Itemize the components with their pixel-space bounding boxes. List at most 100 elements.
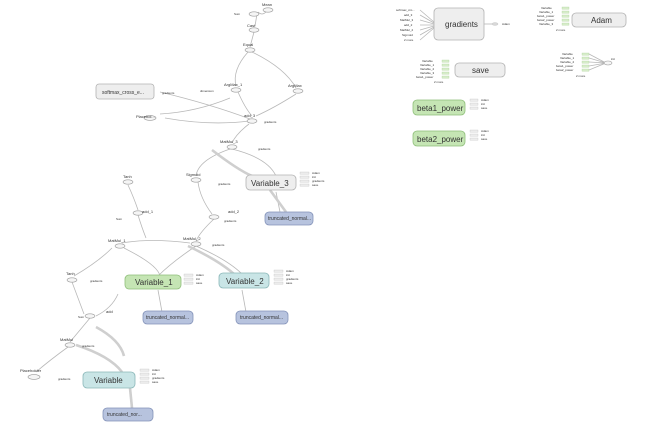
op-matmul-3-gradients: gradients bbox=[258, 147, 271, 151]
op-argmax-1[interactable] bbox=[230, 87, 242, 93]
op-cast[interactable] bbox=[248, 27, 260, 33]
softmax-gradients: gradients bbox=[162, 91, 175, 95]
svg-text:Variable: Variable bbox=[422, 59, 433, 63]
op-tanh-label: Tanh bbox=[66, 271, 75, 276]
svg-text:softmax_cro...: softmax_cro... bbox=[396, 8, 415, 12]
truncated-normal-2-node[interactable]: truncated_normal... bbox=[235, 310, 289, 325]
svg-text:save: save bbox=[481, 137, 488, 141]
op-add-3-gradients: gradients bbox=[264, 120, 277, 124]
variable-3-label: Variable_3 bbox=[251, 179, 289, 188]
beta1-power-label: beta1_power bbox=[417, 104, 464, 113]
op-add-3-label: add_3 bbox=[244, 113, 256, 118]
svg-text:Variable_1: Variable_1 bbox=[420, 63, 434, 67]
op-placeholder-label: Placeholder bbox=[20, 368, 42, 373]
init-node[interactable]: init bbox=[603, 57, 615, 66]
gradients-node[interactable]: gradients bbox=[433, 7, 485, 41]
svg-text:beta1_power: beta1_power bbox=[556, 64, 573, 68]
svg-text:2 more: 2 more bbox=[576, 74, 586, 78]
variable-1-ports: Adam init save bbox=[183, 273, 204, 285]
svg-text:Variable: Variable bbox=[541, 6, 552, 10]
op-add-label: add bbox=[106, 309, 113, 314]
op-matmul[interactable] bbox=[64, 342, 76, 348]
op-placeholder-1[interactable] bbox=[143, 115, 157, 121]
op-add-1[interactable] bbox=[132, 210, 144, 216]
save-node[interactable]: save bbox=[454, 62, 506, 78]
svg-text:gradients: gradients bbox=[286, 277, 299, 281]
svg-text:Variable_1: Variable_1 bbox=[539, 10, 553, 14]
truncated-normal-0-node[interactable]: truncated_nor... bbox=[102, 407, 154, 422]
save-inputs: Variable Variable_1 Variable_2 Variable_… bbox=[416, 59, 450, 84]
svg-text:init: init bbox=[312, 175, 316, 179]
adam-node[interactable]: Adam bbox=[571, 12, 627, 28]
op-equal[interactable] bbox=[244, 47, 256, 53]
op-cast-label: Cast bbox=[247, 23, 256, 28]
variable-ports: Adam init gradients save bbox=[139, 368, 165, 384]
op-matmul-3[interactable] bbox=[226, 144, 238, 150]
svg-text:beta1_power: beta1_power bbox=[416, 75, 433, 79]
op-tanh[interactable] bbox=[66, 277, 78, 283]
variable-2-node[interactable]: Variable_2 bbox=[218, 272, 270, 289]
svg-text:MatMul_3: MatMul_3 bbox=[400, 18, 414, 22]
svg-text:add_2: add_2 bbox=[404, 23, 413, 27]
svg-text:Adam: Adam bbox=[481, 129, 489, 133]
op-add[interactable] bbox=[84, 313, 96, 319]
truncated-normal-1-node[interactable]: truncated_normal... bbox=[142, 310, 194, 325]
svg-text:beta1_power: beta1_power bbox=[537, 14, 554, 18]
op-add-2[interactable] bbox=[208, 214, 220, 220]
svg-text:Variable_1: Variable_1 bbox=[560, 56, 574, 60]
beta1-ports: Adam init save bbox=[469, 98, 489, 110]
op-tanh-gradients: gradients bbox=[90, 279, 103, 283]
op-sigmoid[interactable] bbox=[190, 177, 202, 183]
svg-text:Adam: Adam bbox=[152, 368, 160, 372]
op-matmul-gradients: gradients bbox=[82, 344, 95, 348]
op-argmax-1-label: ArgMax_1 bbox=[224, 82, 243, 87]
svg-text:save: save bbox=[312, 183, 319, 187]
svg-text:Variable_3: Variable_3 bbox=[539, 22, 553, 26]
op-mean[interactable] bbox=[262, 7, 274, 13]
op-argmax-label: ArgMax bbox=[288, 83, 302, 88]
truncated-normal-3-label: truncated_normal... bbox=[268, 216, 311, 222]
variable-2-ports: Adam init gradients save bbox=[273, 269, 299, 285]
svg-text:Adam: Adam bbox=[502, 22, 510, 26]
op-placeholder[interactable] bbox=[27, 374, 41, 380]
variable-1-node[interactable]: Variable_1 bbox=[124, 274, 182, 290]
svg-text:gradients: gradients bbox=[152, 376, 165, 380]
variable-node[interactable]: Variable bbox=[82, 371, 136, 389]
op-argmax[interactable] bbox=[292, 88, 304, 94]
op-matmul-2[interactable] bbox=[190, 241, 202, 247]
beta1-power-node[interactable]: beta1_power bbox=[412, 99, 466, 116]
op-sum-label: Sum bbox=[234, 12, 241, 16]
svg-text:2 more: 2 more bbox=[404, 38, 414, 42]
op-nodes: Mean Sum Cast Equal ArgMax_1 dimension A… bbox=[20, 2, 304, 381]
op-add-3[interactable] bbox=[246, 118, 258, 124]
op-sum[interactable] bbox=[248, 11, 260, 17]
gradients-output: Adam bbox=[484, 22, 510, 26]
svg-text:init: init bbox=[481, 102, 485, 106]
svg-text:2 more: 2 more bbox=[556, 28, 566, 32]
svg-text:Adam: Adam bbox=[286, 269, 294, 273]
graph-edges bbox=[35, 11, 297, 409]
save-label: save bbox=[472, 66, 489, 75]
truncated-normal-0-label: truncated_nor... bbox=[107, 412, 142, 418]
beta2-power-node[interactable]: beta2_power bbox=[412, 130, 466, 147]
variable-1-label: Variable_1 bbox=[135, 278, 173, 287]
op-tanh-top[interactable] bbox=[122, 179, 134, 185]
beta2-ports: Adam init save bbox=[469, 129, 489, 141]
gradients-label: gradients bbox=[445, 20, 478, 29]
softmax-label: softmax_cross_e... bbox=[102, 90, 144, 96]
variable-3-ports: Adam init gradients save bbox=[299, 171, 325, 187]
op-sigmoid-label: Sigmoid bbox=[186, 172, 200, 177]
svg-text:init: init bbox=[286, 273, 290, 277]
softmax-node[interactable]: softmax_cross_e... gradients bbox=[95, 83, 175, 100]
svg-text:init: init bbox=[152, 372, 156, 376]
svg-text:Variable: Variable bbox=[562, 52, 573, 56]
op-matmul-1[interactable] bbox=[114, 243, 126, 249]
variable-3-node[interactable]: Variable_3 bbox=[245, 174, 297, 191]
truncated-normal-3-node[interactable]: truncated_normal... bbox=[264, 211, 314, 226]
op-placeholder-gradients: gradients bbox=[58, 377, 71, 381]
op-matmul-2-label: MatMul_2 bbox=[183, 236, 201, 241]
op-add-2-label: add_2 bbox=[228, 209, 240, 214]
op-matmul-2-gradients: gradients bbox=[212, 243, 225, 247]
op-tanh-top-label: Tanh bbox=[123, 174, 132, 179]
